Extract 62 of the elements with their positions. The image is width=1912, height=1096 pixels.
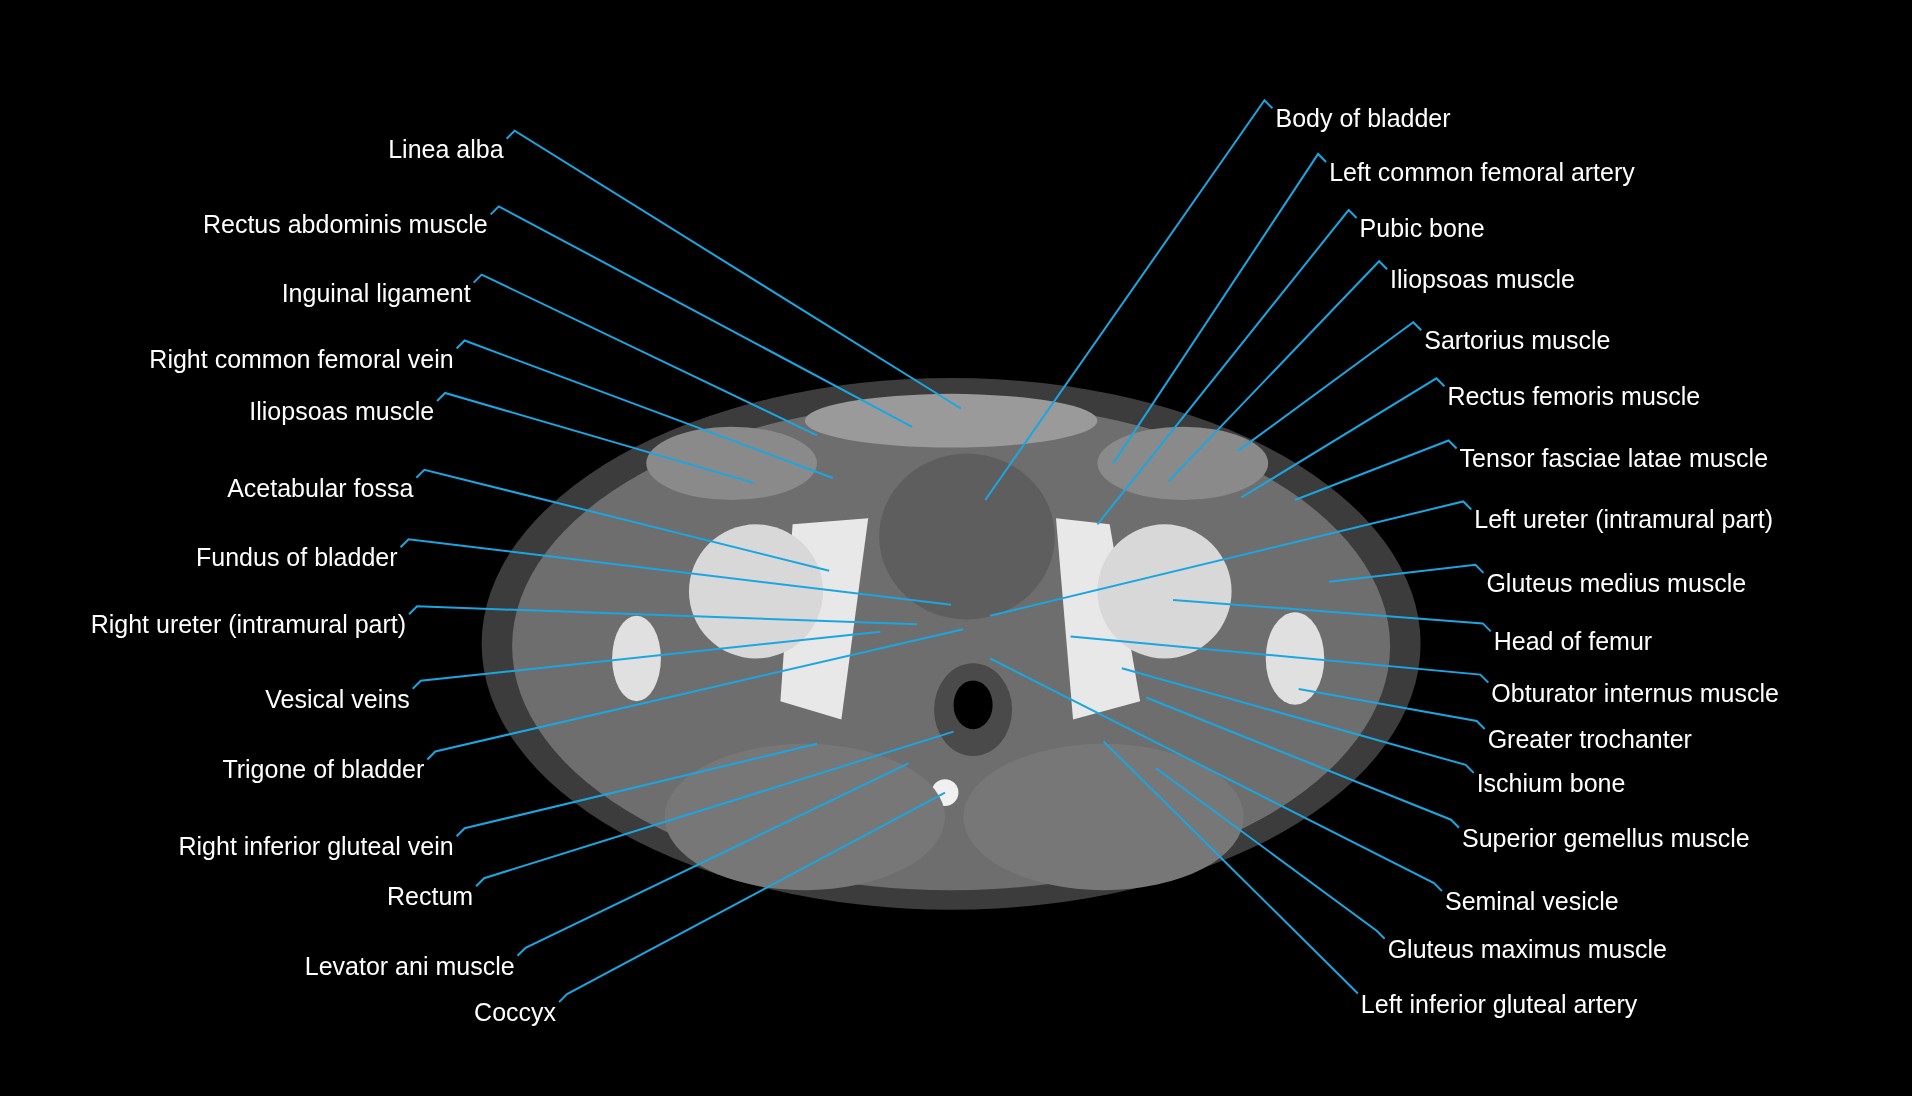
anatomy-label: Head of femur — [1493, 626, 1653, 657]
leader-line — [1096, 208, 1358, 526]
anatomy-label: Left ureter (intramural part) — [1474, 504, 1773, 535]
leader-line — [415, 468, 831, 572]
leader-line — [989, 657, 1443, 893]
leader-line — [1069, 635, 1490, 684]
anatomy-label: Pubic bone — [1359, 213, 1485, 243]
anatomy-label: Greater trochanter — [1487, 723, 1692, 754]
anatomy-label: Fundus of bladder — [196, 542, 398, 573]
anatomy-label: Vesical veins — [265, 683, 410, 714]
leader-line — [1155, 767, 1386, 940]
leader-line — [1297, 687, 1486, 730]
anatomy-label: Left common femoral artery — [1329, 156, 1635, 187]
leader-line — [984, 98, 1274, 501]
anatomy-label: Coccyx — [474, 997, 557, 1028]
leader-line — [436, 391, 755, 484]
leader-line — [1294, 439, 1458, 501]
anatomy-label: Right ureter (intramural part) — [90, 609, 407, 640]
anatomy-label: Rectus femoris muscle — [1447, 381, 1701, 412]
leader-line — [1120, 667, 1475, 774]
anatomy-label: Seminal vesicle — [1444, 886, 1619, 917]
leader-line — [1236, 320, 1423, 453]
anatomy-label: Tensor fasciae latae muscle — [1459, 443, 1769, 474]
leader-line — [399, 538, 953, 606]
leader-line — [1240, 377, 1446, 499]
anatomy-label: Rectum — [387, 881, 474, 912]
anatomy-label: Acetabular fossa — [227, 472, 414, 503]
leader-line — [989, 500, 1473, 617]
leader-line — [1172, 598, 1492, 633]
leader-line — [558, 791, 947, 1004]
leader-line — [1112, 152, 1328, 465]
leader-line — [455, 742, 818, 838]
anatomy-label: Left inferior gluteal artery — [1360, 988, 1638, 1019]
anatomy-label: Iliopsoas muscle — [1390, 264, 1575, 295]
anatomy-label: Superior gemellus muscle — [1462, 822, 1750, 853]
leader-line — [1167, 259, 1389, 483]
anatomy-label: Body of bladder — [1275, 103, 1451, 134]
leader-line — [1145, 696, 1461, 829]
anatomy-label: Linea alba — [388, 133, 504, 164]
anatomy-label: Sartorius muscle — [1424, 325, 1611, 356]
anatomy-label: Gluteus medius muscle — [1486, 567, 1747, 598]
leader-line — [408, 605, 918, 626]
anatomy-label: Gluteus maximus muscle — [1387, 933, 1667, 964]
leader-line — [411, 630, 882, 690]
leader-line — [472, 273, 818, 437]
leader-line — [505, 129, 962, 410]
anatomy-label: Ischium bone — [1476, 767, 1626, 798]
anatomy-label: Rectus abdominis muscle — [202, 209, 488, 240]
leader-line — [1328, 563, 1485, 583]
leader-line — [489, 205, 914, 428]
anatomy-label: Obturator internus muscle — [1491, 677, 1779, 708]
leader-line — [516, 762, 910, 957]
leader-line — [426, 628, 965, 761]
leader-line — [455, 339, 834, 479]
anatomy-label: Inguinal ligament — [281, 277, 471, 308]
anatomy-label: Right inferior gluteal vein — [178, 831, 454, 862]
leader-line — [475, 730, 955, 888]
anatomy-label: Iliopsoas muscle — [249, 395, 435, 426]
leader-line — [1102, 740, 1359, 995]
anatomy-label: Trigone of bladder — [222, 754, 425, 785]
anatomy-label: Levator ani muscle — [304, 950, 515, 981]
anatomy-label: Right common femoral vein — [149, 343, 454, 374]
